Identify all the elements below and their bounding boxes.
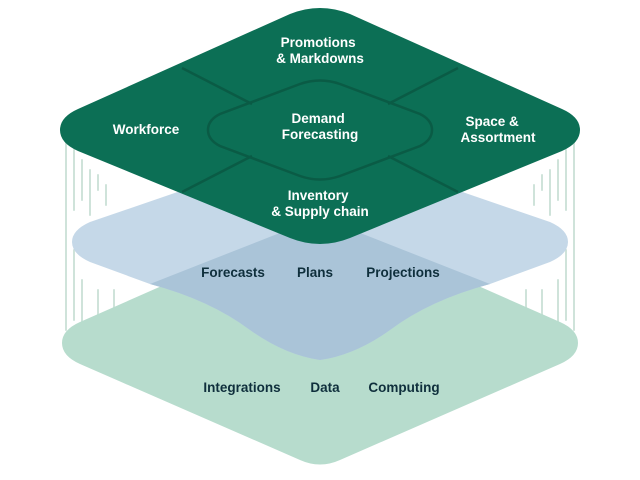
middle-label-plans: Plans [297,265,333,280]
bottom-label-integrations: Integrations [203,380,280,395]
section-bottom-label: Inventory & Supply chain [271,188,369,219]
divider-top-right [387,66,459,106]
section-left-label: Workforce [113,122,180,137]
middle-label-forecasts: Forecasts [201,265,265,280]
side-stripes [65,139,575,331]
bottom-label-data: Data [310,380,340,395]
top-layer-shape [60,8,580,244]
top-layer [60,8,580,244]
section-top-label: Promotions & Markdowns [276,35,364,66]
section-center-label: Demand Forecasting [282,111,359,142]
section-right-label: Space & Assortment [460,114,536,145]
divider-top-left [181,66,253,106]
middle-label-projections: Projections [366,265,440,280]
divider-bottom-right [387,154,459,194]
center-section-outline [206,79,434,181]
divider-bottom-left [181,154,253,194]
middle-bottom-overlap [150,220,490,360]
bottom-label-computing: Computing [368,380,439,395]
